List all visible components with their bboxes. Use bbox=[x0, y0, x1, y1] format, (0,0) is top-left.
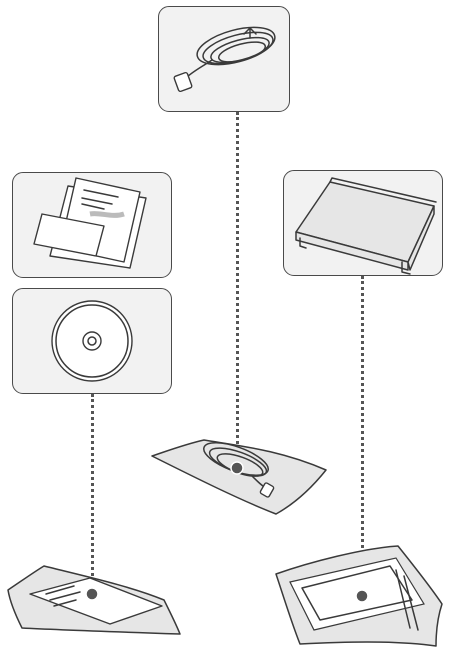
power-cord-panel bbox=[158, 6, 290, 112]
tray-icon bbox=[295, 177, 437, 275]
power-cord-icon bbox=[173, 26, 276, 93]
leader-line-power-cord bbox=[236, 112, 239, 462]
power-cord-bag bbox=[151, 439, 327, 515]
leader-line-tray bbox=[361, 276, 364, 596]
leader-line-cd bbox=[91, 394, 94, 594]
tray-bag bbox=[275, 545, 443, 647]
document-bag bbox=[7, 565, 181, 635]
documents-icon bbox=[33, 177, 147, 269]
cd-icon bbox=[51, 300, 133, 382]
